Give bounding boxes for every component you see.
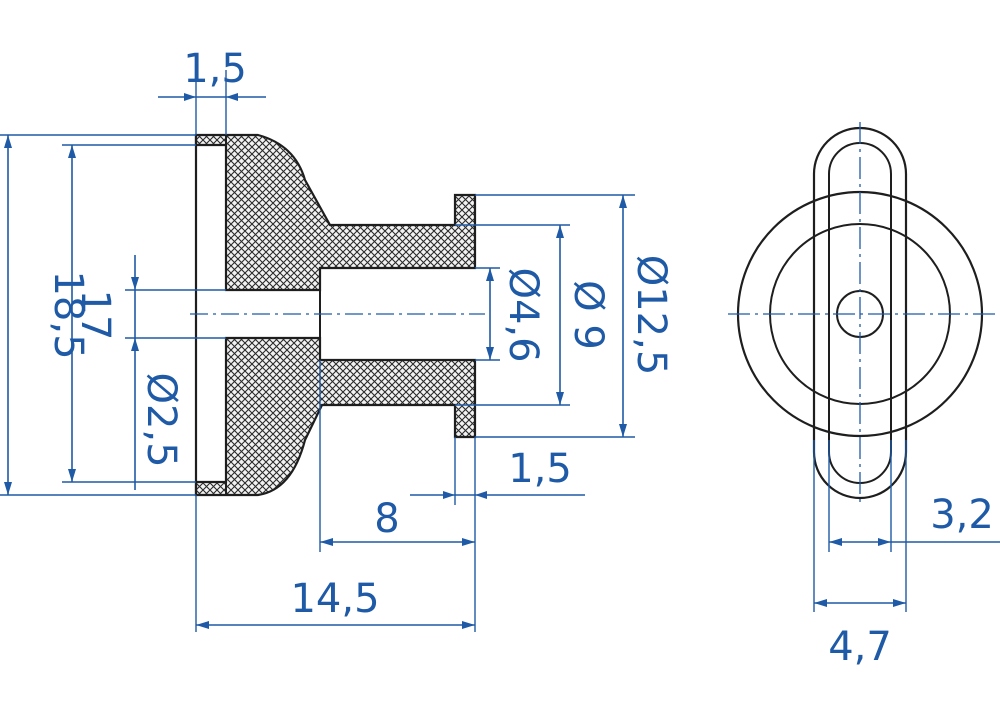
dim-small-bore: Ø2,5	[138, 372, 184, 467]
upper-section-hatch	[194, 133, 477, 292]
dim-top-width: 1,5	[183, 46, 247, 92]
dim-inner-height: 17	[72, 290, 118, 341]
dim-total-length: 14,5	[290, 576, 379, 622]
dim-shaft: Ø 9	[565, 280, 611, 350]
small-bore-outline	[226, 289, 320, 339]
dim-bore-length: 8	[374, 496, 399, 542]
dim-bore: Ø4,6	[500, 267, 546, 362]
dim-tab-width: 4,7	[828, 624, 892, 670]
side-dimensions: 1,5 18,5 17 Ø2,5 Ø4,6 Ø 9	[0, 46, 674, 632]
dim-total-height: 18,5	[45, 270, 91, 359]
front-view	[728, 122, 995, 505]
side-section-view	[190, 133, 485, 497]
dim-slot-width: 3,2	[930, 492, 994, 538]
front-dimensions: 3,2 4,7	[813, 440, 1000, 670]
dim-flange-width: 1,5	[508, 446, 572, 492]
dim-flange: Ø12,5	[628, 255, 674, 376]
lower-section-hatch	[194, 336, 477, 497]
